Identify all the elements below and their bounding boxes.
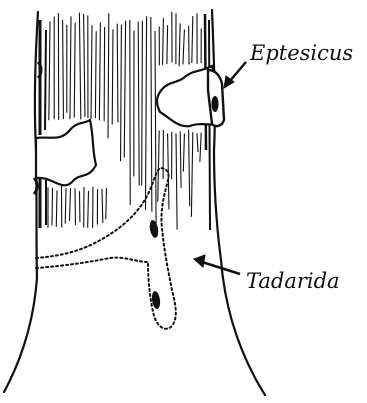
- bark-hatch-line: [84, 14, 85, 116]
- bark-hatch-line: [145, 17, 146, 210]
- bark-hatch-line: [197, 134, 198, 152]
- bark-mark: [38, 62, 41, 78]
- bark-hatch-line: [183, 30, 184, 64]
- bark-hatch-line: [95, 32, 96, 118]
- tadarida-bat-lower: [151, 291, 161, 310]
- bark-hatch-line: [163, 18, 164, 64]
- bark-hatch-line: [179, 24, 180, 66]
- tadarida-label: Tadarida: [246, 269, 340, 293]
- bark-hatch-line: [151, 17, 152, 211]
- bark-hatch-line: [200, 133, 201, 162]
- bark-hatch-line: [124, 21, 125, 157]
- bark-hatch-line: [63, 20, 64, 118]
- bark-hatch-line: [56, 191, 57, 227]
- eptesicus-arrow: [224, 62, 246, 88]
- bark-hatch-line: [192, 17, 193, 63]
- bark-hatch-line: [167, 26, 168, 64]
- bark-hatch-line: [158, 131, 159, 201]
- tadarida-arrow: [194, 255, 240, 274]
- bark-hatch-line: [74, 23, 75, 117]
- bark-hatch-line: [106, 189, 107, 219]
- bark-mark: [34, 178, 37, 194]
- bark-hatch-line: [121, 25, 122, 161]
- bark-hatch-line: [79, 13, 80, 119]
- bark-hatch-line: [189, 130, 190, 206]
- tadarida-bat-upper: [148, 219, 159, 238]
- bark-hatch-line: [49, 22, 50, 120]
- bark-hatch-line: [70, 17, 71, 119]
- bark-hatch-line: [180, 132, 181, 188]
- bark-hatch-line: [112, 30, 113, 124]
- bark-hatch-line: [99, 23, 100, 120]
- bark-hatch-line: [176, 134, 177, 229]
- bark-hatch-line: [65, 188, 66, 223]
- bark-hatch-line: [191, 133, 192, 217]
- bark-hatch-line: [70, 188, 71, 220]
- bark-hatch-line: [52, 188, 53, 225]
- bark-hatch-line: [142, 21, 143, 185]
- eptesicus-label: Eptesicus: [249, 41, 353, 65]
- bark-hatch-line: [117, 24, 118, 122]
- bark-hatch-line: [88, 191, 89, 227]
- bark-hatch-line: [91, 25, 92, 118]
- eptesicus-bat: [211, 96, 218, 112]
- bark-hatch-line: [108, 14, 109, 138]
- bark-hatch-line: [155, 31, 156, 224]
- bark-hatch-line: [138, 22, 139, 185]
- bark-hatch-line: [183, 134, 184, 171]
- bark-hatch-line: [102, 189, 103, 222]
